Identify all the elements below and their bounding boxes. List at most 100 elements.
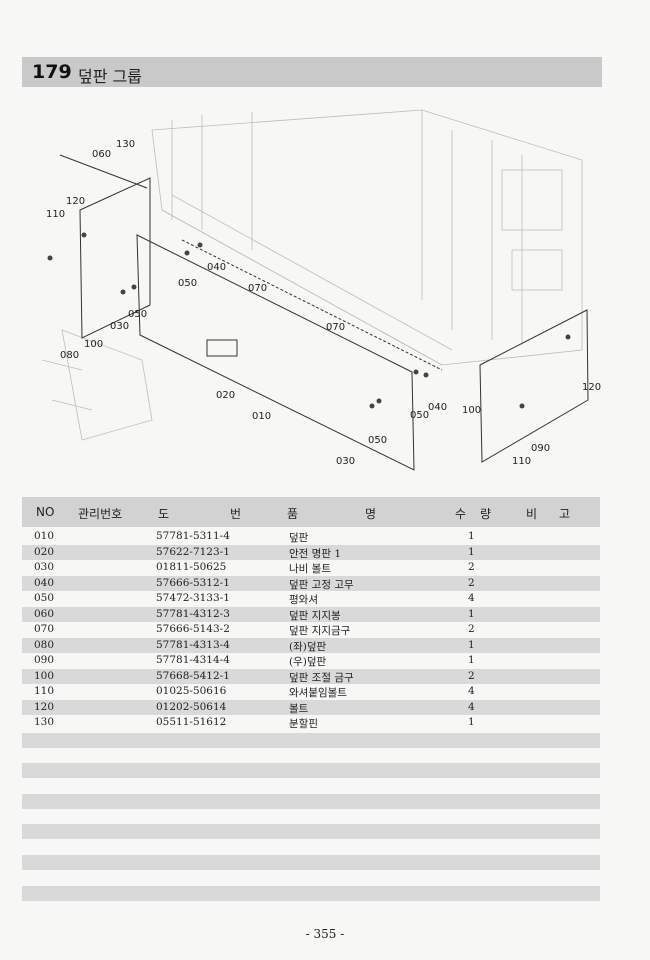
parts-table-body: 010 57781-5311-4 덮판 1 020 57622-7123-1 안…	[22, 529, 600, 731]
table-row: 100 57668-5412-1 덮판 조절 금구 2	[22, 668, 600, 684]
row-part-number: 57781-4314-4	[156, 654, 230, 666]
callout: 030	[336, 456, 355, 467]
row-no: 090	[34, 654, 55, 666]
callout-labels: 130 060 120 110 040 050 030 050 100 080 …	[46, 139, 601, 467]
row-no: 110	[34, 685, 55, 697]
empty-row-stripe	[22, 855, 600, 870]
col-remark-2: 고	[559, 507, 571, 521]
parts-drawing: 130 060 120 110 040 050 030 050 100 080 …	[41, 109, 601, 471]
row-no: 120	[34, 700, 55, 713]
table-row: 020 57622-7123-1 안전 명판 1 1	[22, 544, 600, 560]
callout: 120	[582, 382, 601, 393]
callout: 080	[60, 350, 79, 361]
row-part-name: 안전 명판 1	[289, 547, 341, 560]
table-row: 010 57781-5311-4 덮판 1	[22, 529, 600, 545]
callout: 020	[216, 390, 235, 401]
row-part-name: 분할핀	[289, 718, 318, 730]
col-drawing-1: 도	[158, 507, 170, 521]
row-part-number: 57781-4312-3	[156, 607, 230, 620]
col-drawing-2: 번	[230, 507, 242, 521]
row-no: 040	[34, 576, 55, 589]
row-part-name: (우)덮판	[289, 656, 327, 668]
col-remark-1: 비	[526, 507, 538, 521]
callout: 050	[178, 278, 197, 289]
row-no: 060	[34, 607, 55, 620]
row-qty: 2	[468, 623, 475, 635]
row-part-number: 57781-5311-4	[156, 530, 230, 542]
row-no: 080	[34, 638, 55, 651]
col-name-2: 명	[365, 507, 377, 521]
callout: 030	[110, 321, 129, 332]
row-no: 130	[34, 716, 55, 728]
title-bar: 179 덮판 그룹	[22, 57, 602, 87]
machine-frame-background	[41, 109, 583, 441]
row-part-name: 평와셔	[289, 594, 318, 606]
callout: 040	[207, 262, 226, 273]
callout: 050	[128, 309, 147, 320]
empty-row-stripe	[22, 824, 600, 839]
cover-panels	[59, 154, 589, 471]
row-qty: 1	[468, 545, 475, 558]
table-row: 070 57666-5143-2 덮판 지지금구 2	[22, 622, 600, 638]
row-no: 010	[34, 530, 55, 542]
col-qty-1: 수	[455, 507, 467, 521]
row-qty: 4	[468, 700, 475, 713]
row-part-number: 57666-5312-1	[156, 576, 230, 589]
row-part-number: 57622-7123-1	[156, 545, 230, 558]
row-no: 020	[34, 545, 55, 558]
group-title: 덮판 그룹	[78, 67, 142, 86]
row-part-number: 57781-4313-4	[156, 638, 230, 651]
callout: 100	[84, 339, 103, 350]
col-name-1: 품	[287, 507, 299, 521]
table-row: 090 57781-4314-4 (우)덮판 1	[22, 653, 600, 669]
callout: 010	[252, 411, 271, 422]
row-qty: 2	[468, 576, 475, 589]
group-number: 179	[32, 61, 72, 83]
row-part-name: 덮판 고정 고무	[289, 578, 354, 591]
row-part-name: 덮판 지지봉	[289, 609, 341, 622]
row-qty: 1	[468, 530, 475, 542]
row-part-name: 와셔붙임볼트	[289, 687, 347, 699]
row-qty: 4	[468, 592, 475, 604]
exploded-parts-diagram: 130 060 120 110 040 050 030 050 100 080 …	[22, 100, 602, 490]
col-no: NO	[36, 505, 55, 519]
row-part-number: 57472-3133-1	[156, 592, 230, 604]
row-part-name: 나비 볼트	[289, 563, 331, 575]
callout: 110	[46, 209, 65, 220]
row-no: 030	[34, 561, 55, 573]
callout: 060	[92, 149, 111, 160]
row-part-number: 01025-50616	[156, 685, 227, 697]
row-qty: 2	[468, 561, 475, 573]
row-qty: 1	[468, 638, 475, 651]
row-part-number: 57668-5412-1	[156, 669, 230, 682]
row-no: 100	[34, 669, 55, 682]
table-row: 110 01025-50616 와셔붙임볼트 4	[22, 684, 600, 700]
table-row: 120 01202-50614 볼트 4	[22, 699, 600, 715]
callout: 130	[116, 139, 135, 150]
callout: 110	[512, 456, 531, 467]
row-part-number: 01811-50625	[156, 561, 227, 573]
row-part-name: 덮판 지지금구	[289, 625, 351, 637]
table-row: 050 57472-3133-1 평와셔 4	[22, 591, 600, 607]
empty-row-stripe	[22, 794, 600, 809]
row-part-number: 57666-5143-2	[156, 623, 230, 635]
empty-row-stripe	[22, 886, 600, 901]
callout: 050	[368, 435, 387, 446]
row-qty: 2	[468, 669, 475, 682]
hardware-parts	[47, 232, 571, 409]
parts-table-header: NO 관리번호 도 번 품 명 수 량 비 고	[22, 497, 600, 527]
table-row: 130 05511-51612 분할핀 1	[22, 715, 600, 731]
callout: 050	[410, 410, 429, 421]
table-row: 030 01811-50625 나비 볼트 2	[22, 560, 600, 576]
callout: 090	[531, 443, 550, 454]
col-code: 관리번호	[78, 507, 123, 521]
row-part-name: (좌)덮판	[289, 640, 327, 653]
callout: 100	[462, 405, 481, 416]
table-row: 080 57781-4313-4 (좌)덮판 1	[22, 637, 600, 653]
callout: 070	[248, 283, 267, 294]
table-row: 040 57666-5312-1 덮판 고정 고무 2	[22, 575, 600, 591]
table-row: 060 57781-4312-3 덮판 지지봉 1	[22, 606, 600, 622]
empty-row-stripe	[22, 733, 600, 748]
col-qty-2: 량	[480, 507, 492, 521]
callout: 070	[326, 322, 345, 333]
